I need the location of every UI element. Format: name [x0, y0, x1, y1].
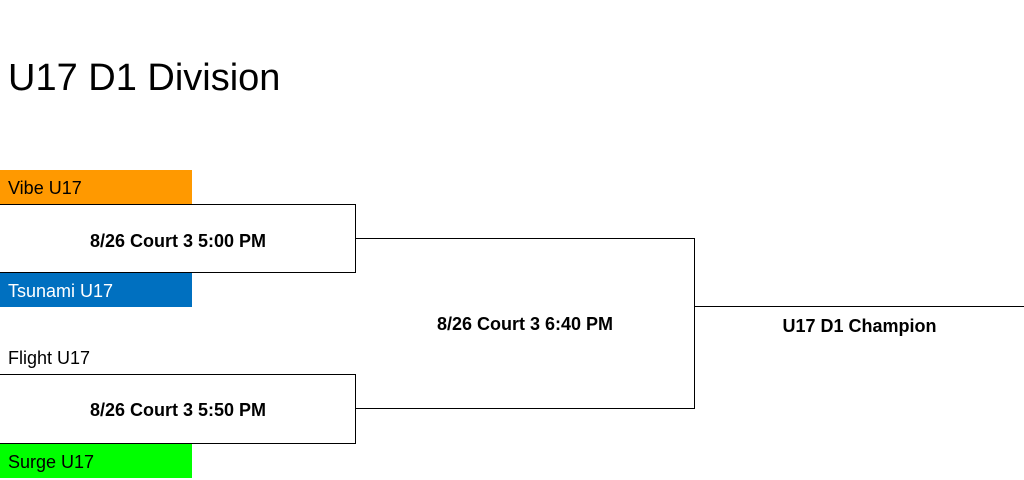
- bracket-line: [694, 306, 1024, 307]
- page-title: U17 D1 Division: [8, 57, 281, 99]
- bracket-line: [0, 443, 356, 444]
- bracket-line: [694, 238, 695, 409]
- bracket-line: [0, 374, 356, 375]
- bracket-line: [0, 204, 356, 205]
- bracket-line: [355, 408, 695, 409]
- game-semifinal-1: 8/26 Court 3 5:00 PM: [89, 231, 267, 251]
- team-vibe: Vibe U17: [0, 170, 192, 204]
- team-flight: Flight U17: [0, 340, 192, 374]
- bracket-line: [355, 374, 356, 444]
- team-surge: Surge U17: [0, 444, 192, 478]
- game-final: 8/26 Court 3 6:40 PM: [436, 314, 614, 334]
- bracket-line: [355, 238, 695, 239]
- team-tsunami: Tsunami U17: [0, 273, 192, 307]
- game-semifinal-2: 8/26 Court 3 5:50 PM: [89, 400, 267, 420]
- bracket-line: [0, 272, 356, 273]
- champion-label: U17 D1 Champion: [782, 316, 937, 336]
